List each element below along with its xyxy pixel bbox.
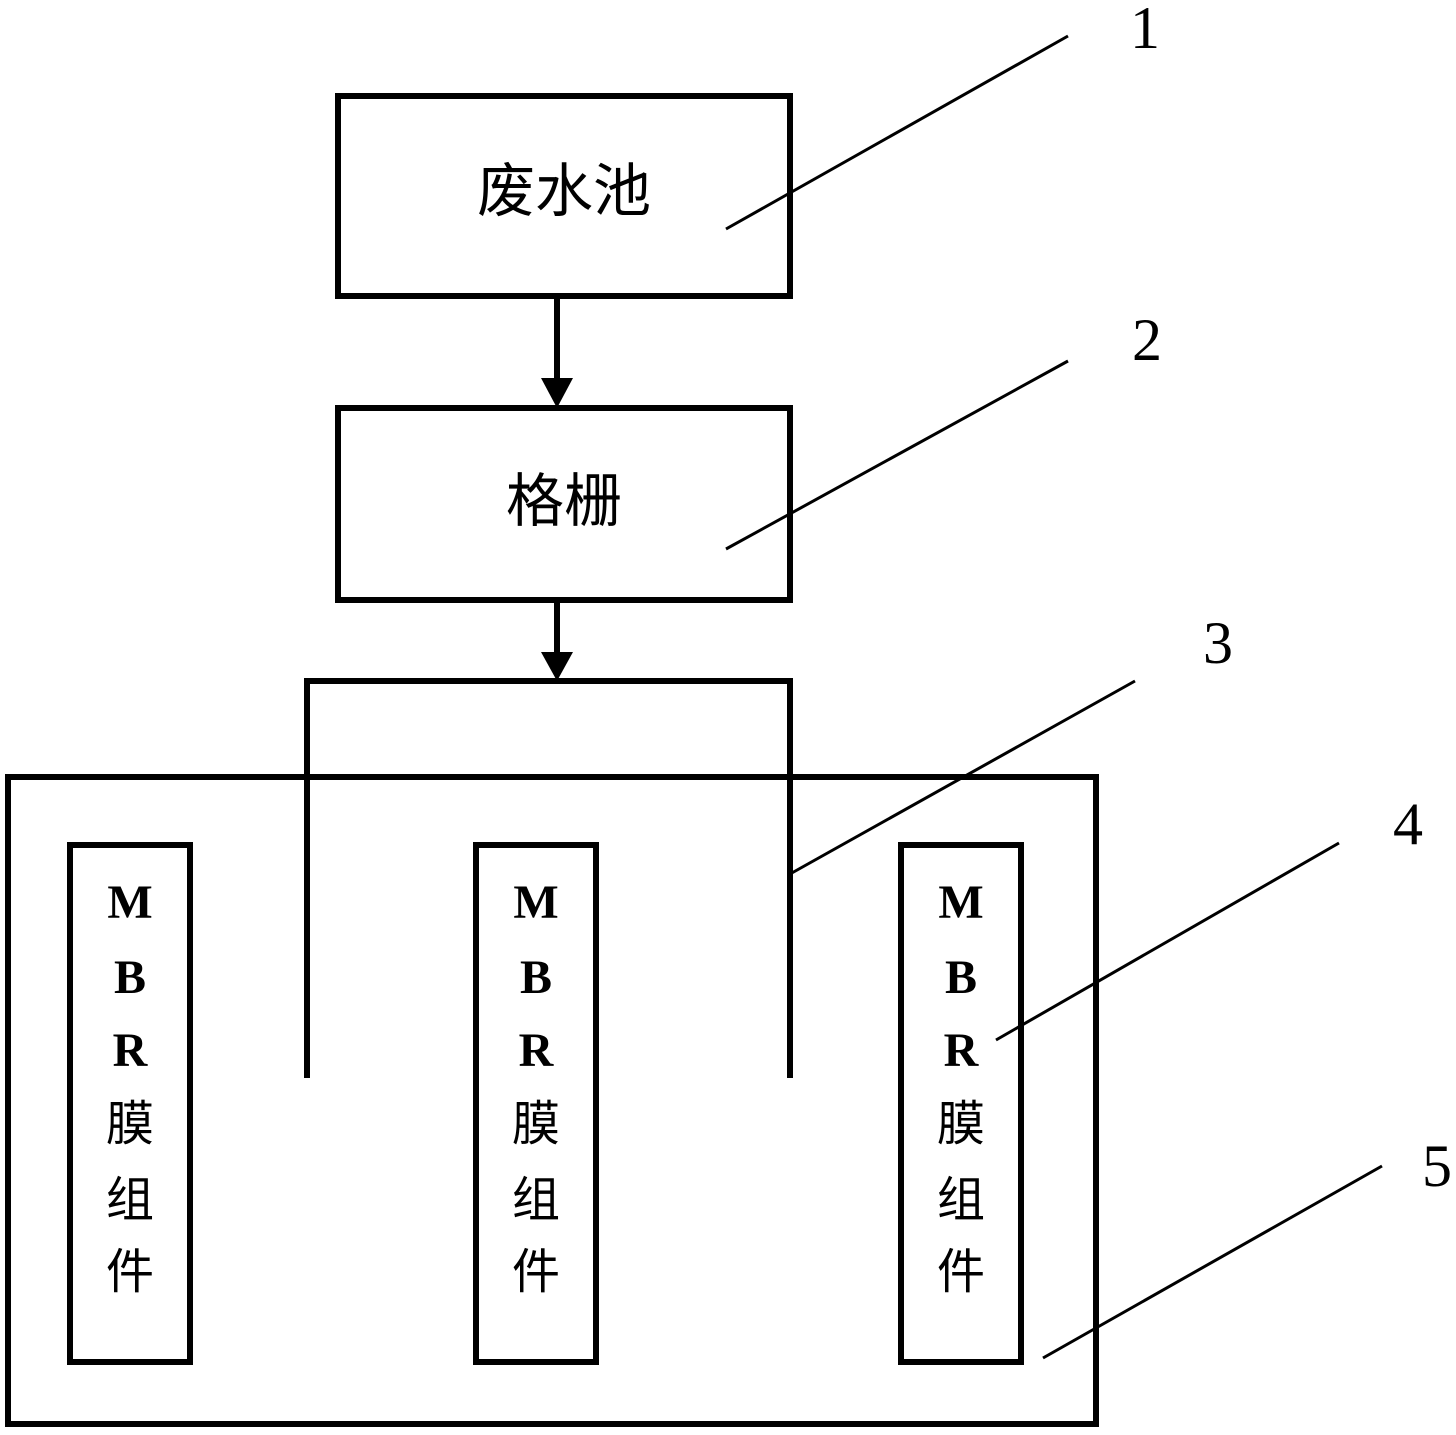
wastewater-tank-box	[335, 93, 793, 299]
leader-line-1	[725, 34, 1069, 231]
mbr-module-right-char: 组	[937, 1172, 985, 1228]
mbr-module-center-char: 件	[512, 1244, 560, 1300]
screen-box	[335, 405, 793, 603]
mbr-module-left-char: M	[107, 876, 152, 929]
screen-label: 格栅	[506, 467, 622, 535]
callout-number-4: 4	[1393, 791, 1423, 857]
callout-number-3: 3	[1203, 610, 1233, 676]
mbr-module-right-char: R	[944, 1024, 980, 1077]
mbr-module-center-box	[473, 842, 599, 1365]
callout-number-2: 2	[1132, 307, 1162, 373]
callout-number-5: 5	[1422, 1133, 1452, 1199]
leader-line-3	[789, 679, 1136, 876]
mbr-membrane-module-right: M B R 膜 组 件	[898, 842, 1024, 1365]
mbr-module-left-char: B	[114, 951, 146, 1004]
leader-line-5	[1042, 1164, 1383, 1360]
leader-line-4	[995, 841, 1340, 1042]
mbr-module-center-char: B	[520, 951, 552, 1004]
wastewater-tank-label: 废水池	[477, 157, 651, 225]
mbr-module-left-char: 膜	[106, 1096, 154, 1152]
mbr-membrane-module-left: M B R 膜 组 件	[67, 842, 193, 1365]
leader-line-2	[725, 359, 1069, 551]
arrowhead-tank-to-screen	[541, 378, 573, 408]
mbr-module-right-char: 膜	[937, 1096, 985, 1152]
mbr-module-right-char: 件	[937, 1244, 985, 1300]
mbr-module-right-char: M	[938, 876, 983, 929]
mbr-module-center-char: R	[519, 1024, 555, 1077]
mbr-module-center-char: M	[513, 876, 558, 929]
arrowhead-screen-to-pipe	[541, 652, 573, 681]
mbr-module-center-char: 组	[512, 1172, 560, 1228]
inlet-distribution-pipe	[304, 678, 793, 1078]
mbr-module-right-box	[898, 842, 1024, 1365]
mbr-module-left-box	[67, 842, 193, 1365]
mbr-module-left-char: R	[113, 1024, 149, 1077]
mbr-membrane-module-center: M B R 膜 组 件	[473, 842, 599, 1365]
mbr-module-left-char: 组	[106, 1172, 154, 1228]
callout-number-1: 1	[1130, 0, 1160, 61]
mbr-module-right-char: B	[945, 951, 977, 1004]
mbr-module-left-char: 件	[106, 1244, 154, 1300]
mbr-module-center-char: 膜	[512, 1096, 560, 1152]
